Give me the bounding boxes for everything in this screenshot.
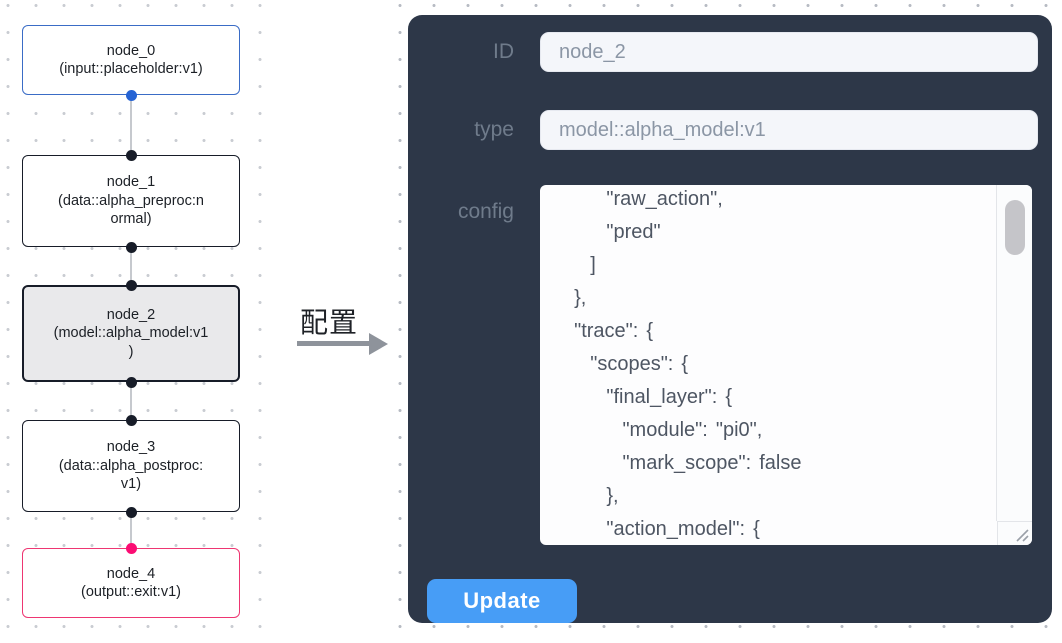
textarea-resize-handle[interactable]	[997, 521, 1032, 545]
node-label: node_3 (data::alpha_postproc: v1)	[58, 439, 204, 493]
node-label: node_2 (model::alpha_model:v1 )	[53, 306, 209, 360]
node-0-input-placeholder[interactable]: node_0 (input::placeholder:v1)	[22, 25, 240, 95]
node-label: node_1 (data::alpha_preproc:n ormal)	[58, 174, 204, 228]
node-2-model-alpha-model-selected[interactable]: node_2 (model::alpha_model:v1 )	[22, 285, 240, 382]
node-label: node_4 (output::exit:v1)	[81, 565, 181, 601]
node-config-panel: ID type config "raw_action", "pred" ] },…	[408, 15, 1052, 623]
config-canvas: ID type config "raw_action", "pred" ] },…	[394, 0, 1062, 643]
node-1-data-alpha-preproc[interactable]: node_1 (data::alpha_preproc:n ormal)	[22, 155, 240, 247]
port-dot-node2-top[interactable]	[125, 279, 137, 291]
edge-node3-node4	[130, 512, 132, 548]
type-field-label: type	[474, 118, 514, 141]
id-field-label: ID	[493, 40, 514, 63]
port-dot-node0-bottom[interactable]	[125, 89, 137, 101]
node-3-data-alpha-postproc[interactable]: node_3 (data::alpha_postproc: v1)	[22, 420, 240, 512]
edge-node2-node3	[130, 382, 132, 420]
config-scrollbar-track[interactable]	[996, 185, 1032, 521]
port-dot-node1-bottom[interactable]	[125, 241, 137, 253]
port-dot-node3-top[interactable]	[125, 414, 137, 426]
config-scrollbar-thumb[interactable]	[1005, 200, 1025, 255]
update-button[interactable]: Update	[427, 579, 577, 623]
edge-node1-node2	[130, 247, 132, 285]
id-input[interactable]	[540, 32, 1038, 72]
port-dot-node1-top[interactable]	[125, 149, 137, 161]
right-arrow-head-icon	[369, 332, 388, 355]
config-json-text: "raw_action", "pred" ] }, "trace": { "sc…	[574, 188, 802, 540]
config-field-label: config	[457, 200, 514, 223]
node-4-output-exit[interactable]: node_4 (output::exit:v1)	[22, 548, 240, 618]
type-input[interactable]	[540, 110, 1038, 150]
resize-grip-icon	[1016, 529, 1029, 542]
right-arrow-icon	[297, 341, 370, 346]
port-dot-node3-bottom[interactable]	[125, 506, 137, 518]
config-textarea[interactable]: "raw_action", "pred" ] }, "trace": { "sc…	[540, 185, 1032, 545]
edge-node0-node1	[130, 95, 132, 155]
node-label: node_0 (input::placeholder:v1)	[59, 42, 203, 78]
port-dot-node4-top[interactable]	[125, 542, 137, 554]
configure-annotation-text: 配置	[300, 307, 359, 338]
port-dot-node2-bottom[interactable]	[125, 376, 137, 388]
flow-canvas[interactable]: node_0 (input::placeholder:v1) node_1 (d…	[0, 0, 278, 643]
